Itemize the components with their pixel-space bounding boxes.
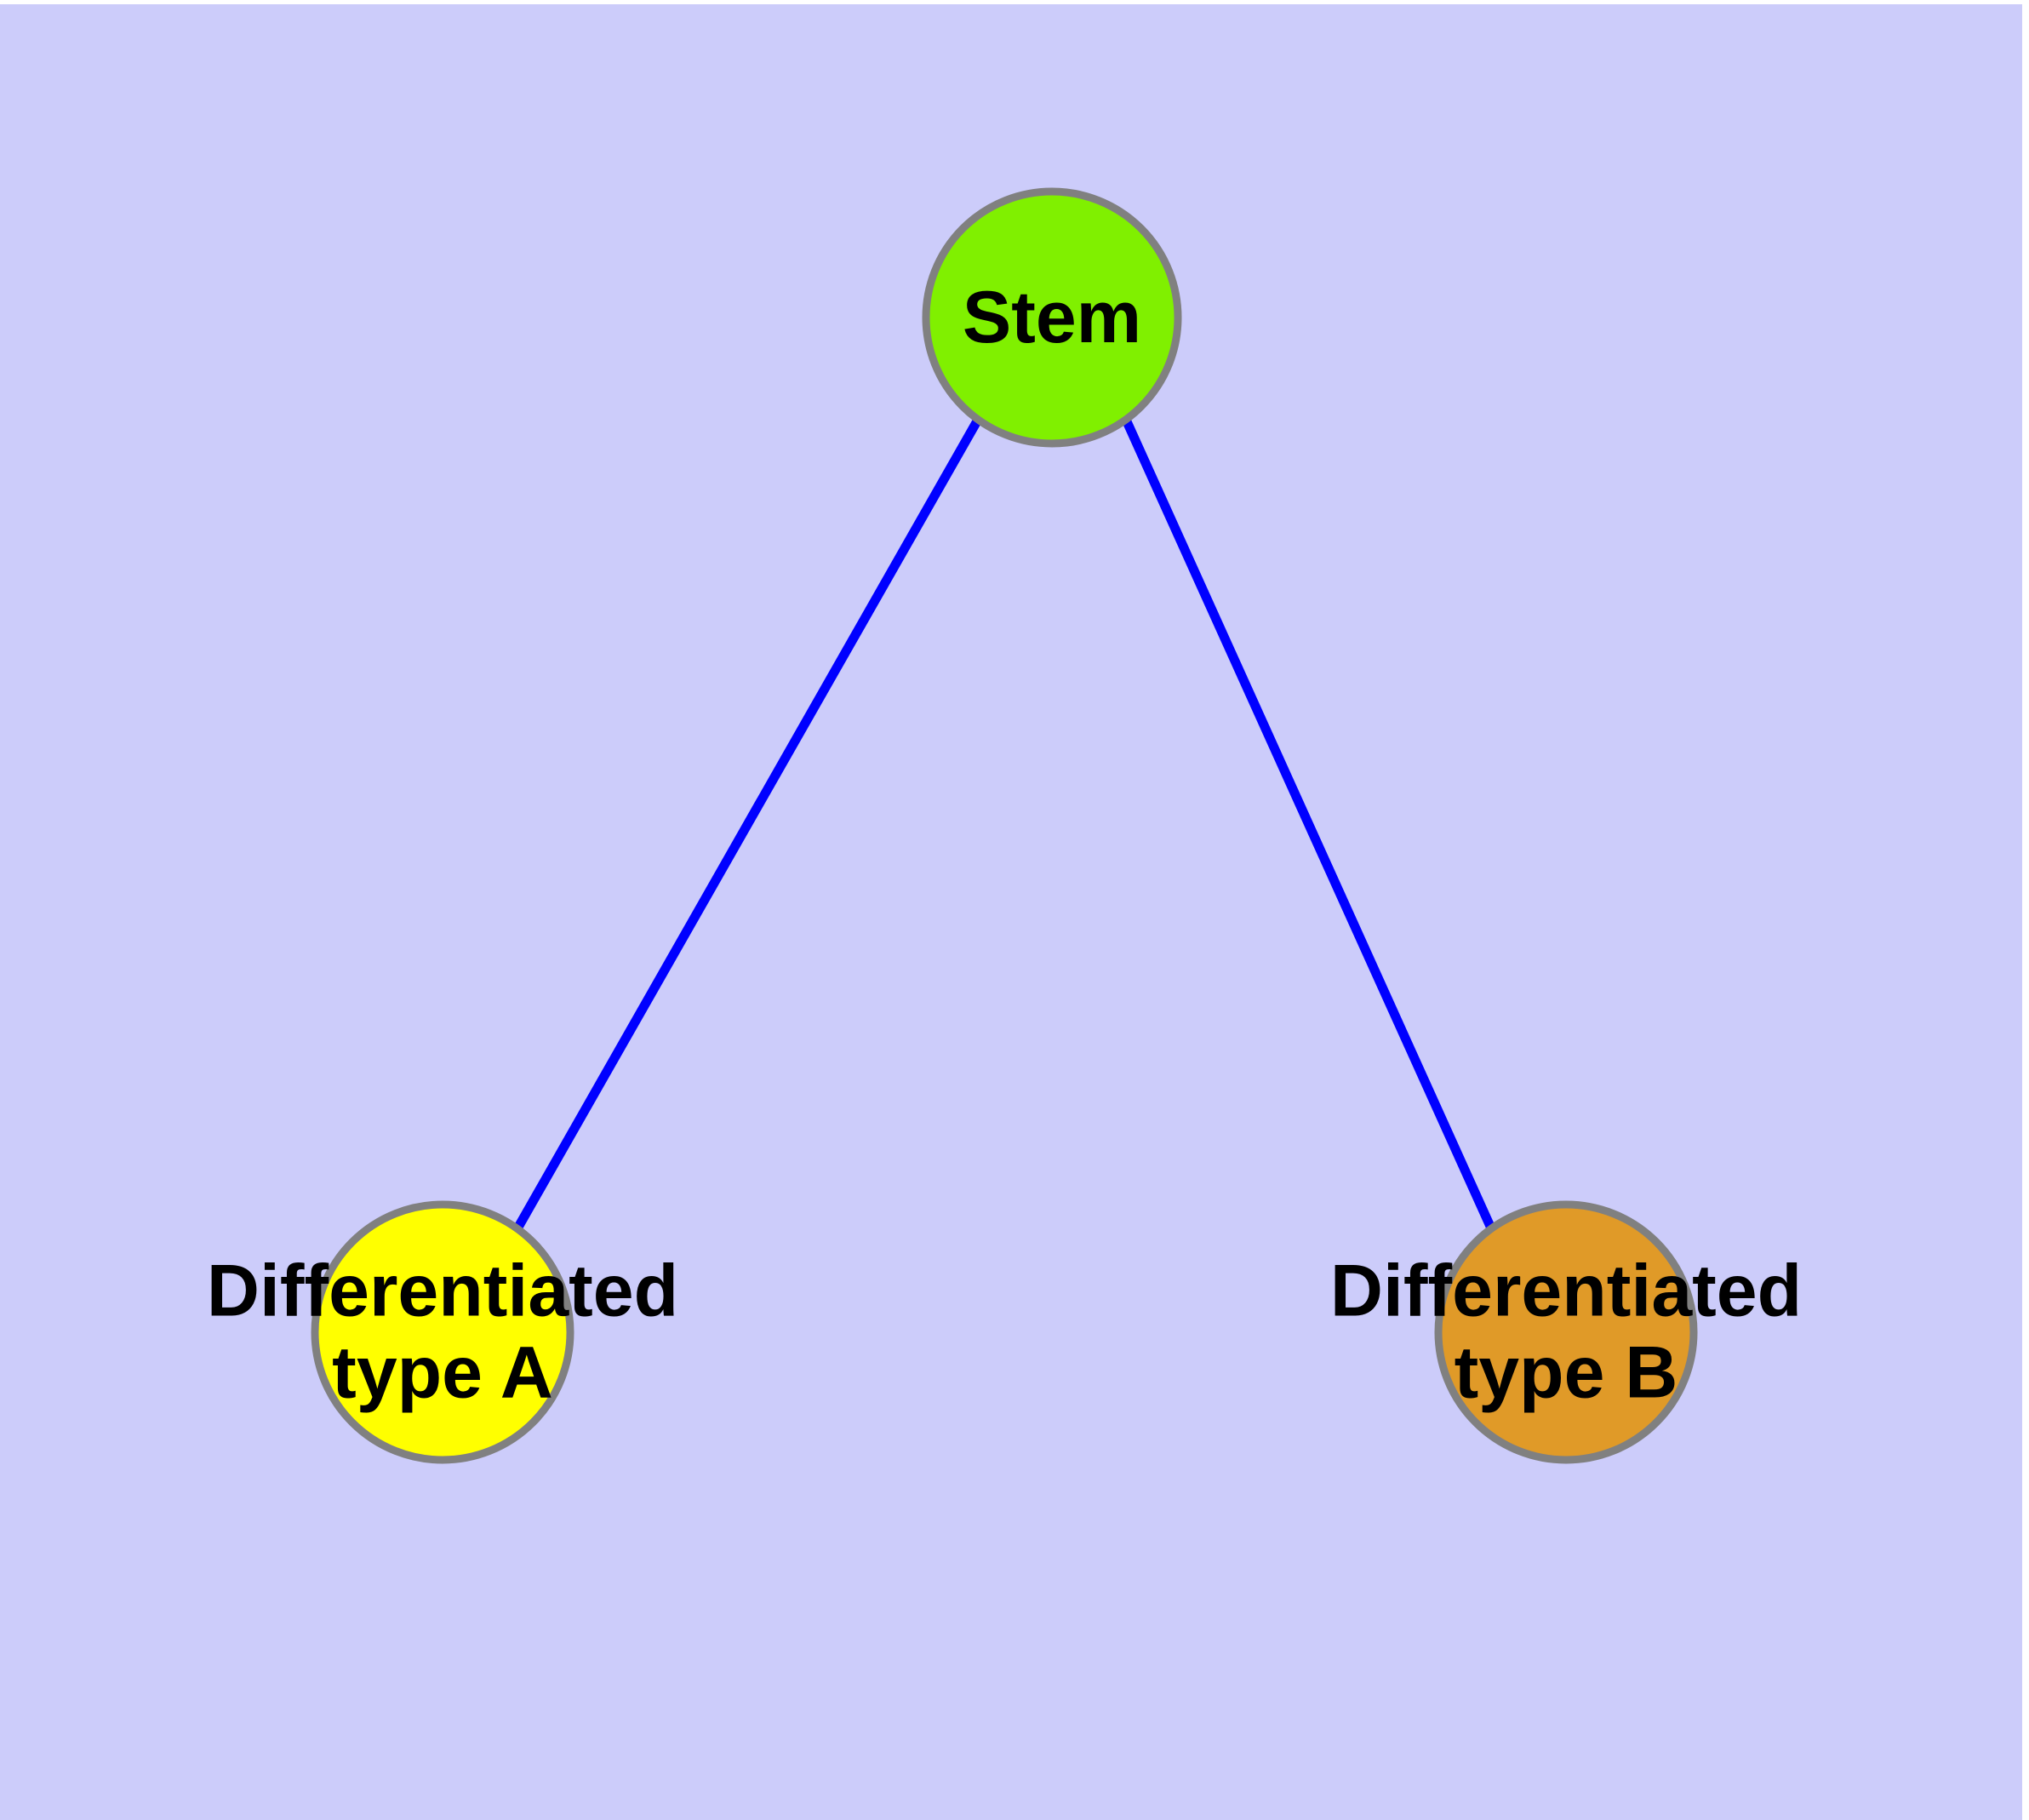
- node-diff-a-circle[interactable]: [311, 1200, 574, 1464]
- edge-stem-to-diff-b[interactable]: [1121, 417, 1497, 1233]
- node-diff-b-circle[interactable]: [1434, 1200, 1698, 1464]
- edges-group: [512, 417, 1497, 1233]
- edge-stem-to-diff-a[interactable]: [512, 417, 982, 1233]
- node-stem-circle[interactable]: [922, 187, 1182, 448]
- graph-svg: [311, 187, 1698, 1464]
- graph-plot-area: Stem Differentiated type A Differentiate…: [0, 4, 2022, 1820]
- nodes-group: [311, 187, 1698, 1464]
